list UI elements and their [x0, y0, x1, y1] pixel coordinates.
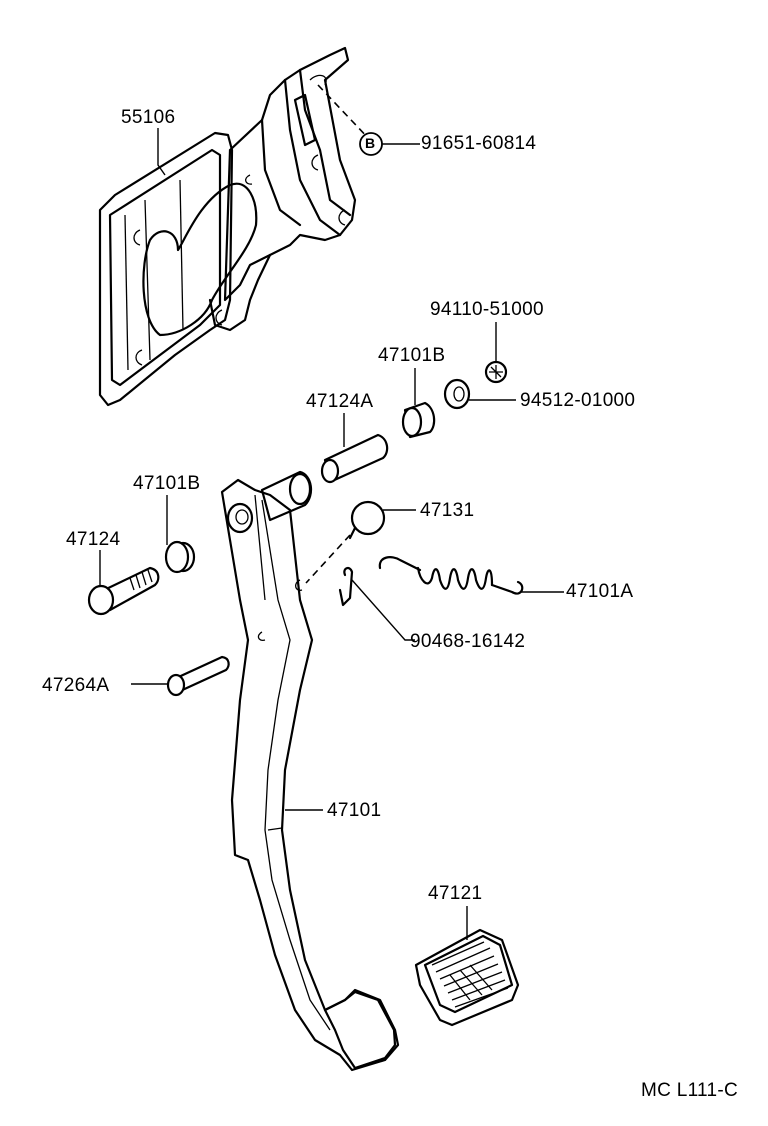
label-47124a: 47124A	[306, 391, 374, 412]
label-94110-51000: 94110-51000	[430, 299, 544, 320]
label-94512-01000: 94512-01000	[520, 390, 636, 411]
label-47121: 47121	[428, 883, 483, 904]
label-47131: 47131	[420, 500, 475, 521]
label-90468-16142: 90468-16142	[410, 631, 526, 652]
leader-lines	[99, 128, 564, 940]
washer-94512	[443, 378, 471, 410]
label-47124: 47124	[66, 529, 121, 550]
clutch-pedal-arm-47101	[220, 470, 400, 1072]
dashed-clevis-line	[305, 534, 351, 584]
pedal-bracket-55106	[98, 46, 357, 407]
pin-47264a	[166, 655, 230, 697]
nut-94110	[484, 360, 508, 384]
reference-code: MC L111-C	[641, 1080, 739, 1101]
label-91651-60814: 91651-60814	[421, 133, 537, 154]
return-spring-47101a	[378, 556, 524, 595]
label-47101b-left: 47101B	[133, 473, 201, 494]
label-55106: 55106	[121, 107, 176, 128]
dashed-bolt-line	[317, 84, 371, 141]
sleeve-47124a	[320, 433, 389, 484]
label-47264a: 47264A	[42, 675, 110, 696]
bolt-47124	[87, 566, 160, 616]
callout-b-letter: B	[365, 135, 376, 151]
label-47101a: 47101A	[566, 581, 634, 602]
label-47101: 47101	[327, 800, 382, 821]
pedal-pad-47121	[414, 928, 520, 1027]
bushing-47101b-top	[401, 401, 436, 439]
ball-joint-47131	[348, 500, 386, 540]
bushing-47101b-left	[164, 540, 196, 574]
clip-90468	[338, 566, 354, 607]
label-47101b-top: 47101B	[378, 345, 446, 366]
